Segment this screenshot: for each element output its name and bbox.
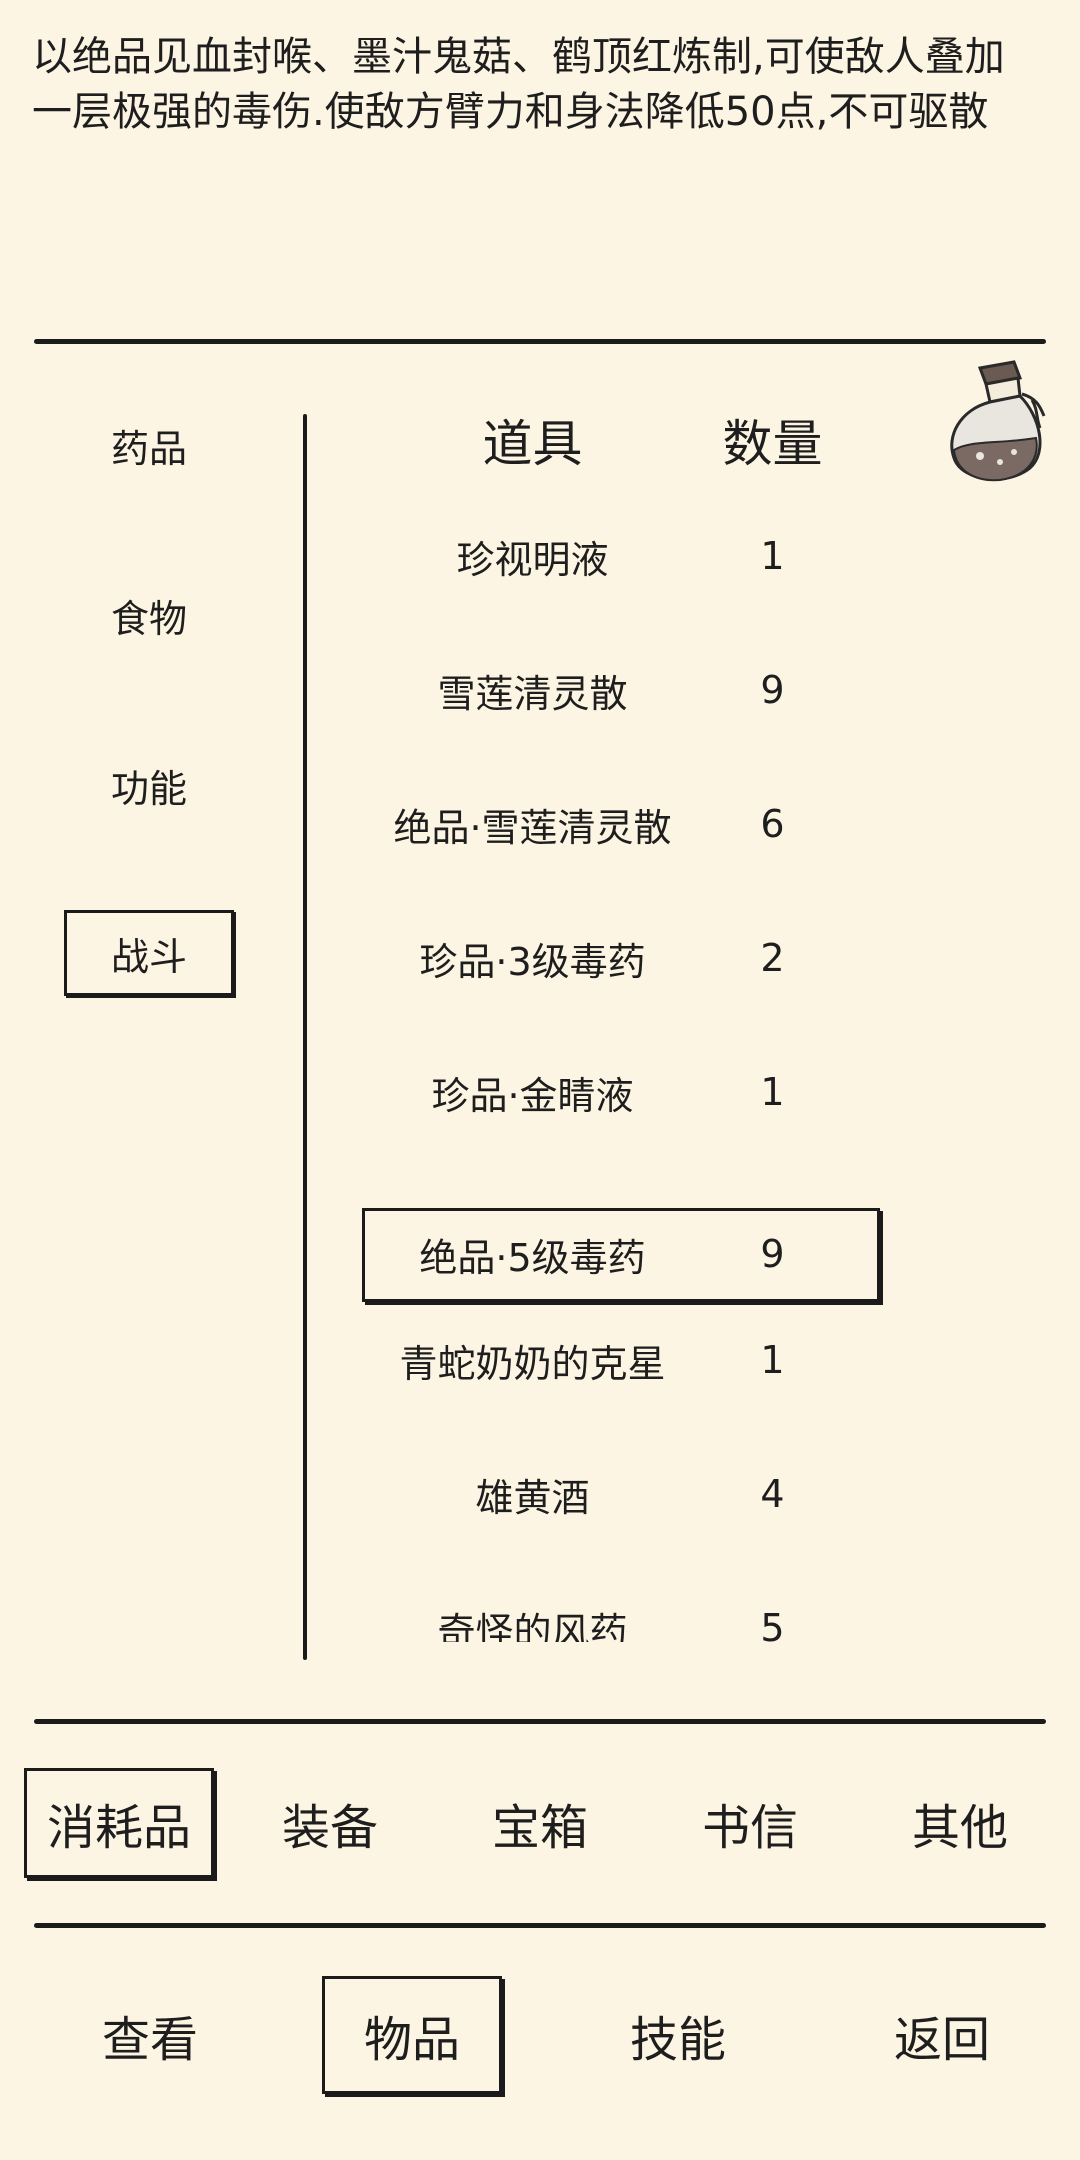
item-row[interactable]: 珍品·金睛液 1 xyxy=(310,1046,1000,1138)
item-name: 珍视明液 xyxy=(456,537,609,582)
top-divider xyxy=(34,339,1046,344)
tab-letters[interactable]: 书信 xyxy=(701,1800,798,1856)
category-combat[interactable]: 战斗 xyxy=(64,910,234,996)
item-row[interactable]: 珍视明液 1 xyxy=(310,510,1000,602)
tab-other[interactable]: 其他 xyxy=(911,1800,1008,1856)
item-list[interactable]: 珍视明液 1 雪莲清灵散 9 绝品·雪莲清灵散 6 珍品·3级毒药 2 珍品·金… xyxy=(310,510,1000,1642)
item-name: 雪莲清灵散 xyxy=(437,671,628,716)
item-quantity: 9 xyxy=(760,668,785,712)
item-quantity: 6 xyxy=(760,802,785,846)
category-divider xyxy=(303,414,307,1660)
category-function[interactable]: 功能 xyxy=(110,766,187,811)
potion-bottle-icon xyxy=(950,360,1046,482)
item-row[interactable]: 珍品·3级毒药 2 xyxy=(310,912,1000,1004)
item-quantity: 4 xyxy=(760,1472,785,1516)
item-row-selected[interactable]: 绝品·5级毒药 9 xyxy=(310,1208,1000,1302)
item-name: 奇怪的风药 xyxy=(437,1609,628,1643)
item-row[interactable]: 绝品·雪莲清灵散 6 xyxy=(310,778,1000,870)
item-quantity: 1 xyxy=(760,534,785,578)
nav-skills-button[interactable]: 技能 xyxy=(629,2012,726,2068)
category-food[interactable]: 食物 xyxy=(110,596,187,641)
item-name: 绝品·雪莲清灵散 xyxy=(393,805,672,850)
item-row[interactable]: 青蛇奶奶的克星 1 xyxy=(310,1314,1000,1406)
item-name: 珍品·金睛液 xyxy=(431,1073,634,1118)
nav-back-button[interactable]: 返回 xyxy=(893,2012,990,2068)
description-line-1: 以绝品见血封喉、墨汁鬼菇、鹤顶红炼制,可使敌人叠加 xyxy=(32,34,1005,80)
item-quantity: 9 xyxy=(760,1232,785,1276)
nav-items-button[interactable]: 物品 xyxy=(322,1976,502,2094)
item-name: 绝品·5级毒药 xyxy=(419,1235,646,1280)
item-name: 青蛇奶奶的克星 xyxy=(399,1341,666,1386)
category-medicine[interactable]: 药品 xyxy=(110,426,187,471)
tab-equipment[interactable]: 装备 xyxy=(281,1800,378,1856)
description-line-2: 一层极强的毒伤.使敌方臂力和身法降低50点,不可驱散 xyxy=(32,89,989,135)
item-description: 以绝品见血封喉、墨汁鬼菇、鹤顶红炼制,可使敌人叠加 一层极强的毒伤.使敌方臂力和… xyxy=(32,30,1042,140)
item-row[interactable]: 雄黄酒 4 xyxy=(310,1448,1000,1540)
nav-view-button[interactable]: 查看 xyxy=(101,2012,198,2068)
item-quantity: 1 xyxy=(760,1338,785,1382)
item-quantity: 2 xyxy=(760,936,785,980)
tab-treasure-chest[interactable]: 宝箱 xyxy=(491,1800,588,1856)
item-quantity: 5 xyxy=(760,1606,785,1642)
item-quantity: 1 xyxy=(760,1070,785,1114)
item-row[interactable]: 奇怪的风药 5 xyxy=(310,1582,1000,1642)
item-row[interactable]: 雪莲清灵散 9 xyxy=(310,644,1000,736)
item-name: 珍品·3级毒药 xyxy=(419,939,646,984)
item-name: 雄黄酒 xyxy=(475,1475,590,1520)
tab-consumables[interactable]: 消耗品 xyxy=(24,1768,214,1878)
tabs-top-divider xyxy=(34,1719,1046,1724)
nav-top-divider xyxy=(34,1923,1046,1928)
column-header-item: 道具 xyxy=(482,415,583,473)
column-header-quantity: 数量 xyxy=(722,415,823,473)
